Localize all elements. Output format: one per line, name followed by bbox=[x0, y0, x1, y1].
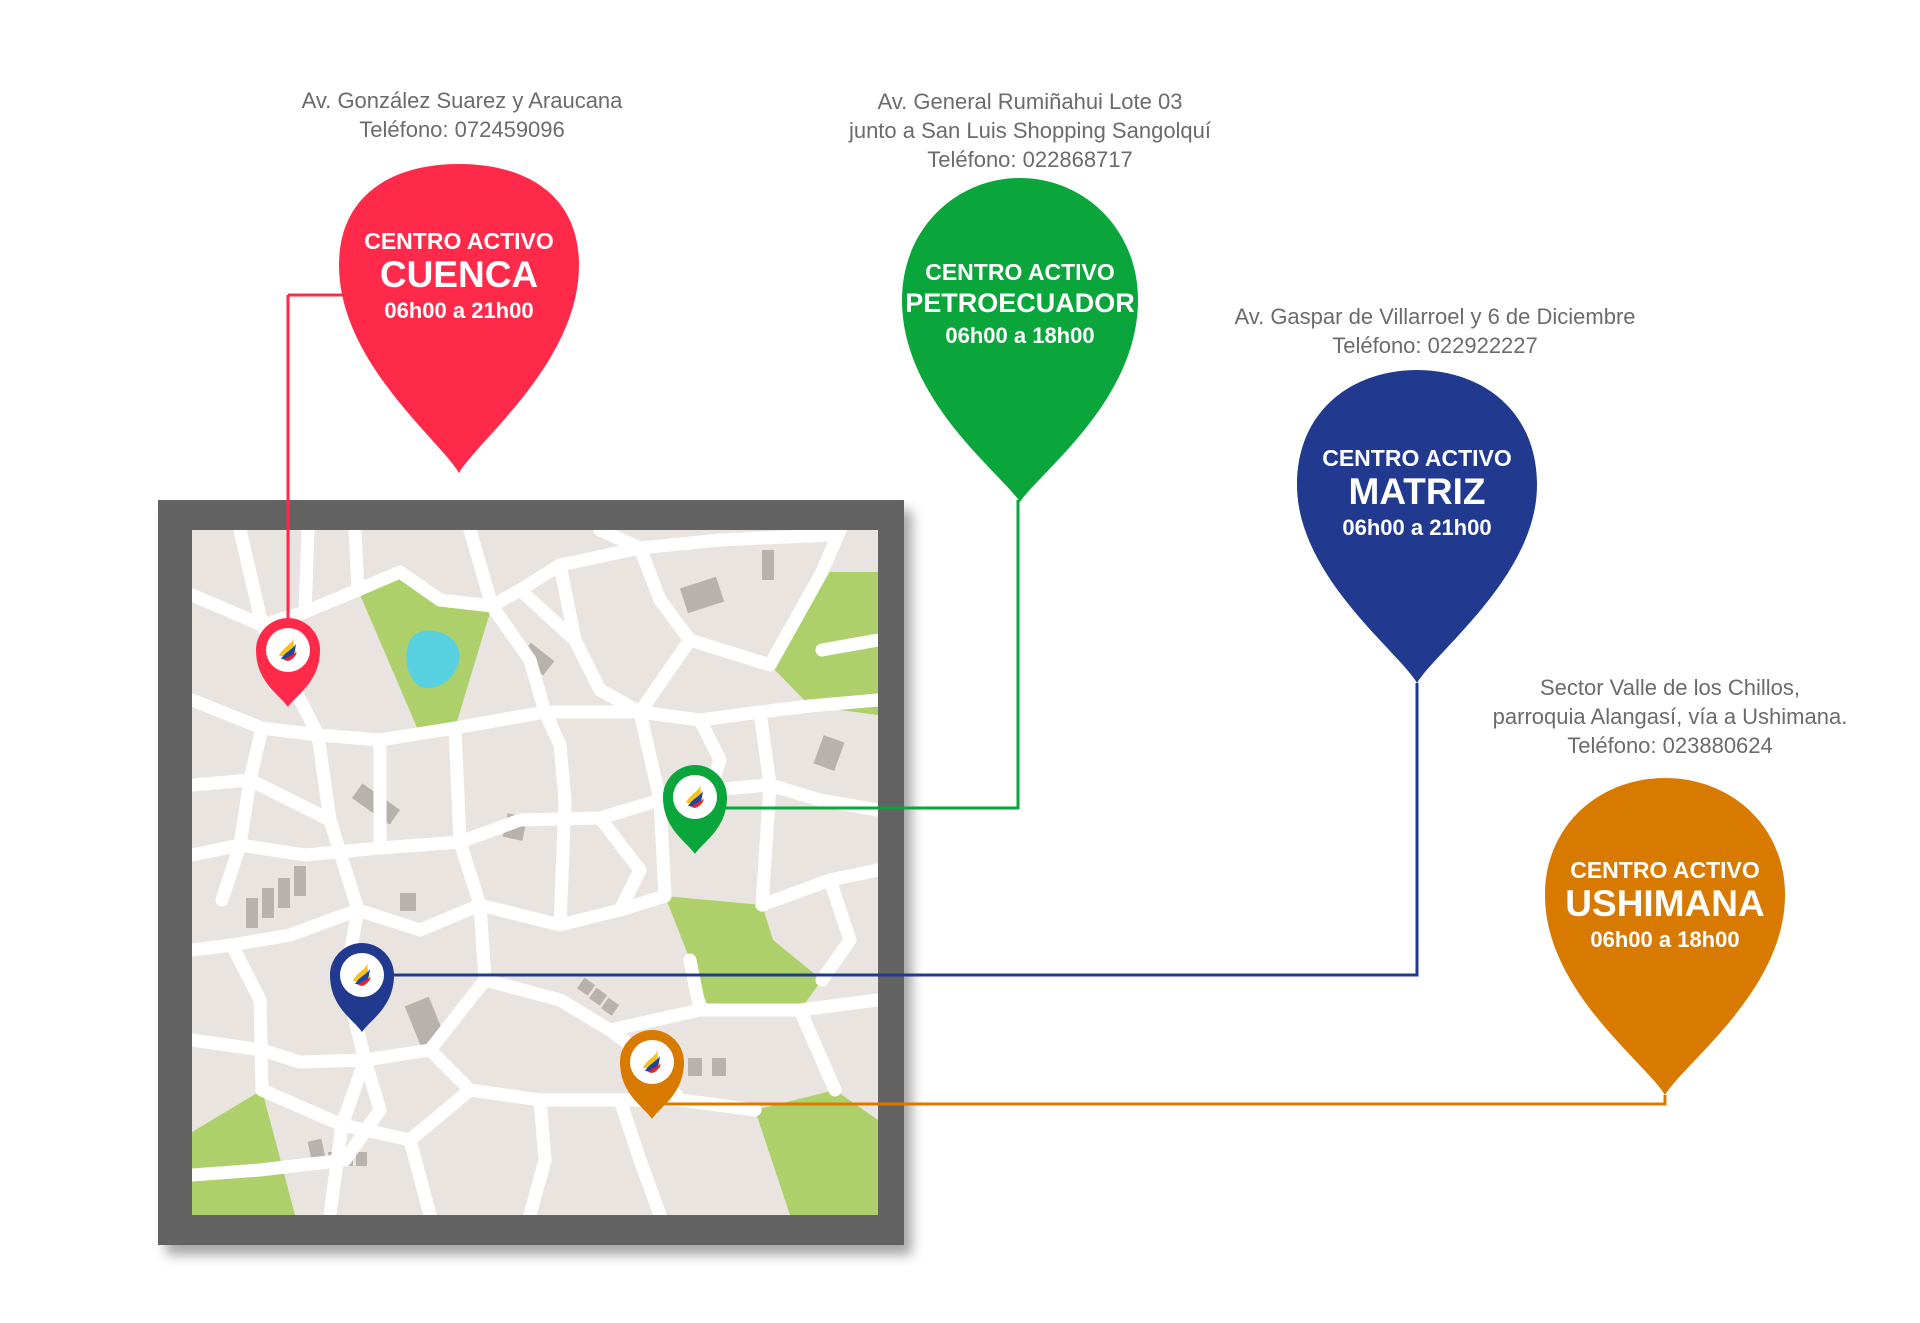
callout-text-cuenca: CENTRO ACTIVO CUENCA 06h00 a 21h00 bbox=[339, 227, 579, 327]
address-matriz: Av. Gaspar de Villarroel y 6 de Diciembr… bbox=[1190, 302, 1680, 360]
callout-text-matriz: CENTRO ACTIVO MATRIZ 06h00 a 21h00 bbox=[1297, 444, 1537, 544]
callout-text-petroecuador: CENTRO ACTIVO PETROECUADOR 06h00 a 18h00 bbox=[902, 258, 1138, 352]
center-label: CENTRO ACTIVO bbox=[364, 228, 554, 254]
lake bbox=[406, 630, 460, 689]
center-hours: 06h00 a 21h00 bbox=[384, 298, 534, 323]
address-ushimana: Sector Valle de los Chillos, parroquia A… bbox=[1450, 673, 1890, 760]
center-name: PETROECUADOR bbox=[905, 288, 1135, 318]
address-line: Sector Valle de los Chillos, bbox=[1539, 675, 1801, 700]
park-area bbox=[665, 896, 822, 1012]
callout-text-ushimana: CENTRO ACTIVO USHIMANA 06h00 a 18h00 bbox=[1545, 856, 1785, 956]
address-line: Av. Gaspar de Villarroel y 6 de Diciembr… bbox=[1234, 304, 1636, 329]
address-line: Teléfono: 022922227 bbox=[1332, 333, 1538, 358]
park-area bbox=[192, 1090, 295, 1215]
flame-logo-icon bbox=[681, 783, 709, 811]
callout-pin-ushimana bbox=[1545, 778, 1785, 1095]
center-label: CENTRO ACTIVO bbox=[925, 259, 1115, 285]
address-line: Av. General Rumiñahui Lote 03 bbox=[877, 89, 1183, 114]
flame-logo-icon bbox=[638, 1048, 666, 1076]
address-line: Teléfono: 072459096 bbox=[359, 117, 565, 142]
callout-pin-cuenca bbox=[339, 164, 579, 473]
center-name: MATRIZ bbox=[1348, 471, 1486, 512]
address-petroecuador: Av. General Rumiñahui Lote 03 junto a Sa… bbox=[810, 87, 1250, 174]
address-cuenca: Av. González Suarez y Araucana Teléfono:… bbox=[262, 86, 662, 144]
connector-line-ushimana bbox=[652, 1095, 1667, 1106]
center-label: CENTRO ACTIVO bbox=[1570, 857, 1760, 883]
address-line: Av. González Suarez y Araucana bbox=[301, 88, 623, 113]
park-area bbox=[755, 1090, 878, 1215]
center-hours: 06h00 a 18h00 bbox=[945, 323, 1095, 348]
center-hours: 06h00 a 21h00 bbox=[1342, 515, 1492, 540]
map-marker-matriz[interactable] bbox=[330, 943, 394, 1032]
center-label: CENTRO ACTIVO bbox=[1322, 445, 1512, 471]
center-name: USHIMANA bbox=[1565, 883, 1765, 924]
address-line: Teléfono: 022868717 bbox=[927, 147, 1133, 172]
connector-line-matriz bbox=[370, 683, 1419, 977]
callout-pin-matriz bbox=[1297, 370, 1537, 683]
map-marker-cuenca[interactable] bbox=[256, 618, 320, 707]
map-marker-petroecuador[interactable] bbox=[663, 765, 727, 854]
flame-logo-icon bbox=[274, 636, 302, 664]
center-hours: 06h00 a 18h00 bbox=[1590, 927, 1740, 952]
address-line: Teléfono: 023880624 bbox=[1567, 733, 1773, 758]
center-name: CUENCA bbox=[379, 254, 539, 295]
address-line: junto a San Luis Shopping Sangolquí bbox=[848, 118, 1212, 143]
connector-line-petroecuador bbox=[695, 500, 1020, 810]
map-marker-ushimana[interactable] bbox=[620, 1030, 684, 1119]
callout-pin-petroecuador bbox=[902, 178, 1138, 502]
flame-logo-icon bbox=[348, 961, 376, 989]
address-line: parroquia Alangasí, vía a Ushimana. bbox=[1492, 704, 1848, 729]
